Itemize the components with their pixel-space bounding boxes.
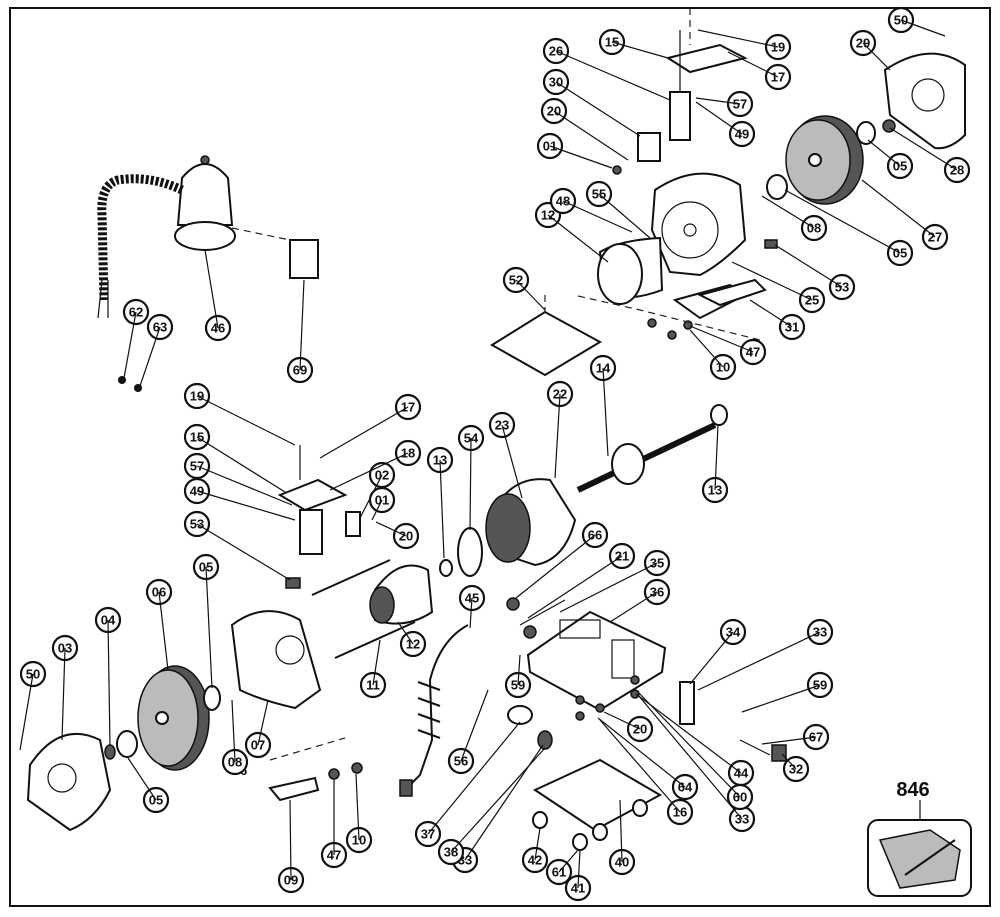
leader-line	[359, 474, 383, 519]
leader-line	[375, 521, 407, 537]
leader-line	[689, 325, 754, 353]
leader-line	[534, 827, 541, 861]
leader-line	[774, 244, 843, 288]
leader-line	[697, 631, 821, 691]
leader-line	[196, 490, 296, 521]
leader-line	[107, 619, 111, 746]
leader-line	[761, 195, 815, 229]
leader-line	[637, 694, 743, 820]
leader-line	[517, 654, 521, 686]
callout-number: 64	[678, 780, 693, 795]
leader-line	[761, 736, 817, 745]
leader-line	[231, 699, 236, 763]
leader-line	[697, 29, 779, 48]
leader-line	[862, 42, 891, 71]
leader-line	[598, 193, 651, 239]
leader-line	[299, 279, 305, 371]
leader-line	[741, 684, 821, 713]
leader-line	[329, 452, 409, 491]
leader-line	[695, 101, 743, 135]
leader-line	[460, 689, 489, 762]
leader-line	[549, 145, 613, 169]
diagram-frame	[9, 7, 991, 907]
leader-line	[689, 631, 734, 685]
leader-line	[559, 562, 658, 613]
leader-line	[196, 436, 286, 493]
leader-line	[889, 127, 958, 171]
motor-assembly	[311, 295, 728, 659]
leader-line	[397, 621, 414, 645]
leader-line	[196, 523, 291, 581]
leader-line	[204, 249, 219, 329]
leader-line	[731, 261, 813, 301]
callout-number: 44	[734, 766, 749, 781]
leader-line	[501, 424, 523, 499]
leader-line	[427, 721, 521, 835]
leader-line	[289, 799, 292, 881]
leader-line	[611, 41, 669, 59]
leader-line	[553, 110, 629, 161]
right-guard-assembly	[577, 8, 966, 341]
leader-line	[158, 591, 169, 671]
label-plate-69	[289, 239, 319, 279]
kit-number: 846	[896, 779, 929, 801]
leader-line	[781, 753, 797, 770]
leader-line	[469, 437, 472, 531]
leader-line	[196, 395, 296, 446]
leader-line	[439, 459, 445, 559]
leader-line	[450, 747, 546, 853]
leader-line	[127, 757, 157, 801]
leader-line	[635, 689, 741, 798]
lamp-assembly	[97, 155, 319, 392]
leader-line	[257, 699, 269, 746]
leader-line	[371, 499, 383, 521]
leader-line	[196, 465, 293, 506]
leader-line	[515, 534, 596, 599]
leader-line	[562, 200, 633, 233]
leader-line	[577, 849, 581, 889]
leader-line	[603, 711, 641, 730]
leader-line	[619, 799, 623, 863]
leader-line	[61, 647, 66, 741]
leader-line	[695, 97, 741, 105]
leader-line	[139, 326, 161, 387]
leader-line	[547, 214, 609, 263]
base-assembly	[399, 610, 787, 851]
leader-line	[714, 424, 719, 491]
callout-12: 12	[399, 630, 427, 658]
leader-line	[727, 51, 779, 78]
leader-line	[464, 744, 544, 861]
leader-line	[527, 555, 623, 619]
leader-line	[555, 50, 671, 101]
leader-line	[558, 849, 579, 873]
leader-line	[597, 717, 686, 788]
leader-line	[749, 299, 793, 328]
callout-number: 54	[464, 431, 479, 446]
leader-line	[861, 179, 936, 238]
leader-line	[602, 367, 609, 457]
leader-line	[19, 673, 34, 751]
leader-line	[599, 719, 681, 813]
leader-line	[784, 189, 901, 254]
leader-line	[867, 139, 901, 167]
leader-line	[319, 406, 409, 459]
leader-line	[554, 393, 561, 479]
kit-846: 846	[867, 779, 972, 897]
leader-line	[515, 279, 546, 311]
leader-line	[355, 773, 360, 841]
leader-line	[609, 591, 658, 623]
leader-line	[689, 329, 724, 368]
leader-line	[123, 311, 137, 379]
leader-line	[372, 639, 381, 686]
leader-line	[900, 19, 946, 37]
leader-line	[205, 566, 213, 689]
leader-line	[469, 597, 473, 629]
leader-line	[555, 81, 641, 137]
